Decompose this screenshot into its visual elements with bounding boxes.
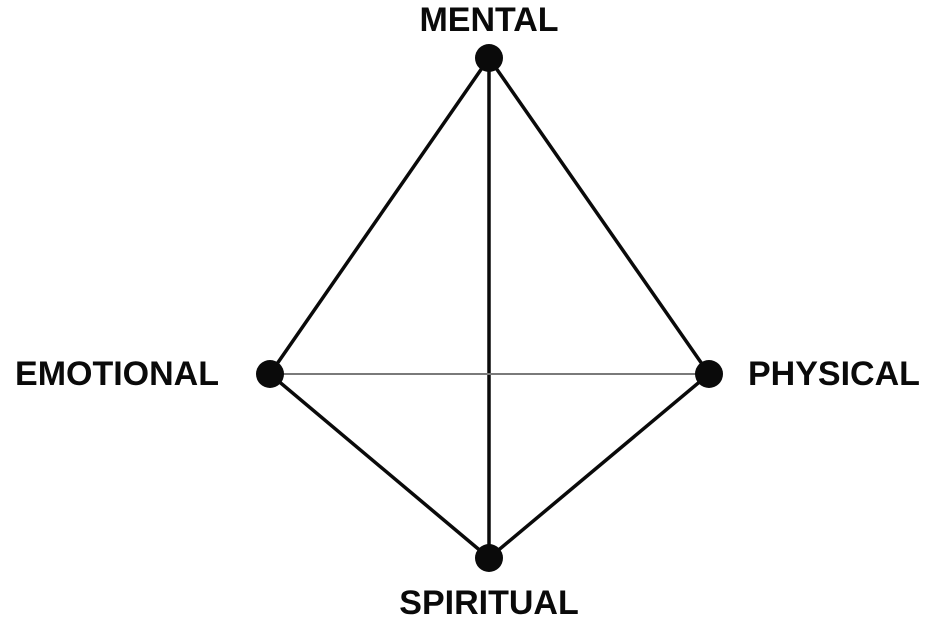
node-spiritual	[475, 544, 503, 572]
node-emotional	[256, 360, 284, 388]
label-physical: PHYSICAL	[748, 355, 920, 393]
edge-mental-physical	[487, 56, 711, 376]
edges	[268, 56, 711, 560]
edge-physical-spiritual	[487, 372, 711, 560]
label-mental: MENTAL	[419, 1, 558, 39]
label-spiritual: SPIRITUAL	[399, 584, 578, 620]
node-physical	[695, 360, 723, 388]
edge-emotional-spiritual	[268, 372, 491, 560]
label-emotional: EMOTIONAL	[15, 355, 219, 393]
nodes	[256, 44, 723, 572]
edge-mental-emotional	[268, 56, 491, 376]
node-mental	[475, 44, 503, 72]
